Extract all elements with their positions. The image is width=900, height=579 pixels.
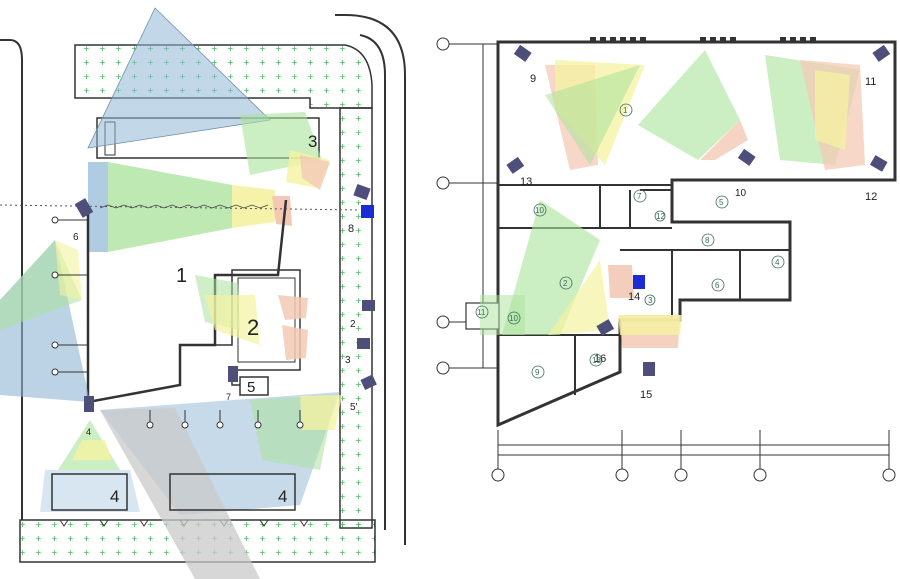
- camera-6-icon: [74, 198, 94, 218]
- camera-label-9: 9: [530, 73, 536, 85]
- camera-beam-yellow: [232, 185, 275, 228]
- camera-7-icon: [228, 366, 238, 382]
- zone-label-5: 5: [247, 379, 255, 396]
- wall-label-10: 10: [735, 188, 747, 199]
- coverage-zone-2-pink-b: [282, 325, 308, 360]
- camera-icons-floor: [506, 44, 891, 376]
- parking-box-bottom-left: [51, 473, 128, 511]
- camera-beam-pink: [272, 196, 292, 226]
- room-4: 4: [775, 258, 780, 267]
- camera-label-8: 8: [348, 223, 354, 235]
- light-poles: [51, 216, 304, 429]
- parking-box-bottom-right: [169, 473, 296, 511]
- room-7: 7: [637, 192, 642, 201]
- room-1: 1: [623, 106, 628, 115]
- camera-beam-blue: [88, 162, 108, 252]
- coverage-zone-pink: [300, 155, 330, 190]
- room-6: 6: [715, 281, 720, 290]
- road-outline-right: [335, 14, 406, 545]
- zone-label-3: 3: [308, 132, 317, 151]
- building-outline: [86, 199, 288, 404]
- fp-zone-center-pink: [700, 120, 748, 160]
- room-number-labels: 1 2 3 4 5 6 7 8 9 10 10 11 12 13 15: [477, 106, 780, 377]
- camera-label-6: 6: [73, 232, 79, 243]
- camera-label-7: 7: [226, 392, 231, 402]
- camera-11-icon: [872, 44, 891, 62]
- camera-9-icon: [513, 44, 532, 62]
- room-5: 5: [719, 198, 724, 207]
- fp-zone-16-yellow: [618, 315, 682, 335]
- fp-zone-center-green: [638, 50, 740, 160]
- camera-label-14: 14: [628, 291, 640, 303]
- zone-label-2: 2: [247, 315, 259, 340]
- camera-4-icon: [84, 396, 94, 412]
- camera-label-5prime: 5': [350, 402, 358, 413]
- room-10-b: 10: [509, 314, 518, 323]
- road-outline-right-inner: [359, 34, 386, 530]
- floor-plan: 9 11 13 12 15 16 14 10 1 2 3: [436, 37, 897, 482]
- camera-16-icon: [596, 319, 615, 336]
- camera-3-icon: [357, 338, 370, 349]
- room-2: 2: [563, 279, 568, 288]
- grass-strip-right: [339, 107, 373, 529]
- camera-icons-site: [74, 183, 377, 412]
- road-outline: [0, 39, 23, 520]
- zone-label-4-left: 4: [110, 487, 119, 506]
- site-plan: 1 2 3 4 4 5 6 8 2 3 5' 4 7: [0, 7, 406, 579]
- room-3: 3: [648, 296, 653, 305]
- camera-12-icon: [869, 155, 888, 172]
- sight-line: [0, 204, 361, 211]
- camera-label-12: 12: [865, 191, 877, 203]
- coverage-zone-left-yellow: [55, 240, 82, 300]
- fp-zone-14-pink: [608, 265, 634, 298]
- fp-zone-stair-green: [480, 295, 525, 335]
- camera-2-icon: [362, 300, 375, 311]
- room-12: 12: [656, 212, 665, 221]
- zone-label-1: 1: [176, 265, 187, 287]
- room-markers: [475, 103, 785, 379]
- camera-label-15: 15: [640, 389, 652, 401]
- fp-zone-1-green: [545, 65, 640, 165]
- coverage-zone-2-yellow: [205, 295, 260, 345]
- room-11: 11: [477, 308, 486, 317]
- fp-zone-right-yellow: [815, 70, 850, 150]
- zone-5-box: [239, 376, 269, 396]
- camera-label-2: 2: [350, 319, 356, 330]
- camera-8-icon: [361, 205, 374, 218]
- floor-plan-walls: [496, 40, 897, 428]
- camera-label-11: 11: [865, 76, 876, 88]
- coverage-zone-cam4-yellow: [72, 440, 112, 460]
- room-13: 13: [592, 356, 601, 365]
- camera-15-icon: [643, 362, 655, 376]
- coverage-zone-2-pink: [278, 295, 308, 320]
- camera-label-4: 4: [86, 427, 91, 437]
- coverage-zone-cam4-blue: [40, 470, 140, 512]
- room-10-a: 10: [535, 206, 544, 215]
- coverage-zone-bottom-grey: [100, 408, 260, 579]
- camera-mid-icon: [737, 148, 756, 166]
- zone-label-4-right: 4: [278, 487, 287, 506]
- fence-line: [99, 204, 269, 209]
- fp-zone-2-yellow: [548, 260, 610, 335]
- coverage-zone-bottom-yellow: [300, 395, 342, 430]
- camera-5-icon: [360, 374, 377, 390]
- camera-top-right-icon: [353, 183, 371, 201]
- room-8: 8: [705, 236, 710, 245]
- camera-13-icon: [506, 156, 525, 174]
- fp-zone-2-green: [502, 200, 600, 335]
- camera-label-16: 16: [594, 353, 606, 365]
- camera-14-icon: [633, 275, 645, 289]
- camera-label-13: 13: [520, 176, 532, 188]
- coverage-zone-blue: [87, 7, 271, 149]
- camera-label-3: 3: [345, 355, 351, 366]
- room-9: 9: [535, 368, 540, 377]
